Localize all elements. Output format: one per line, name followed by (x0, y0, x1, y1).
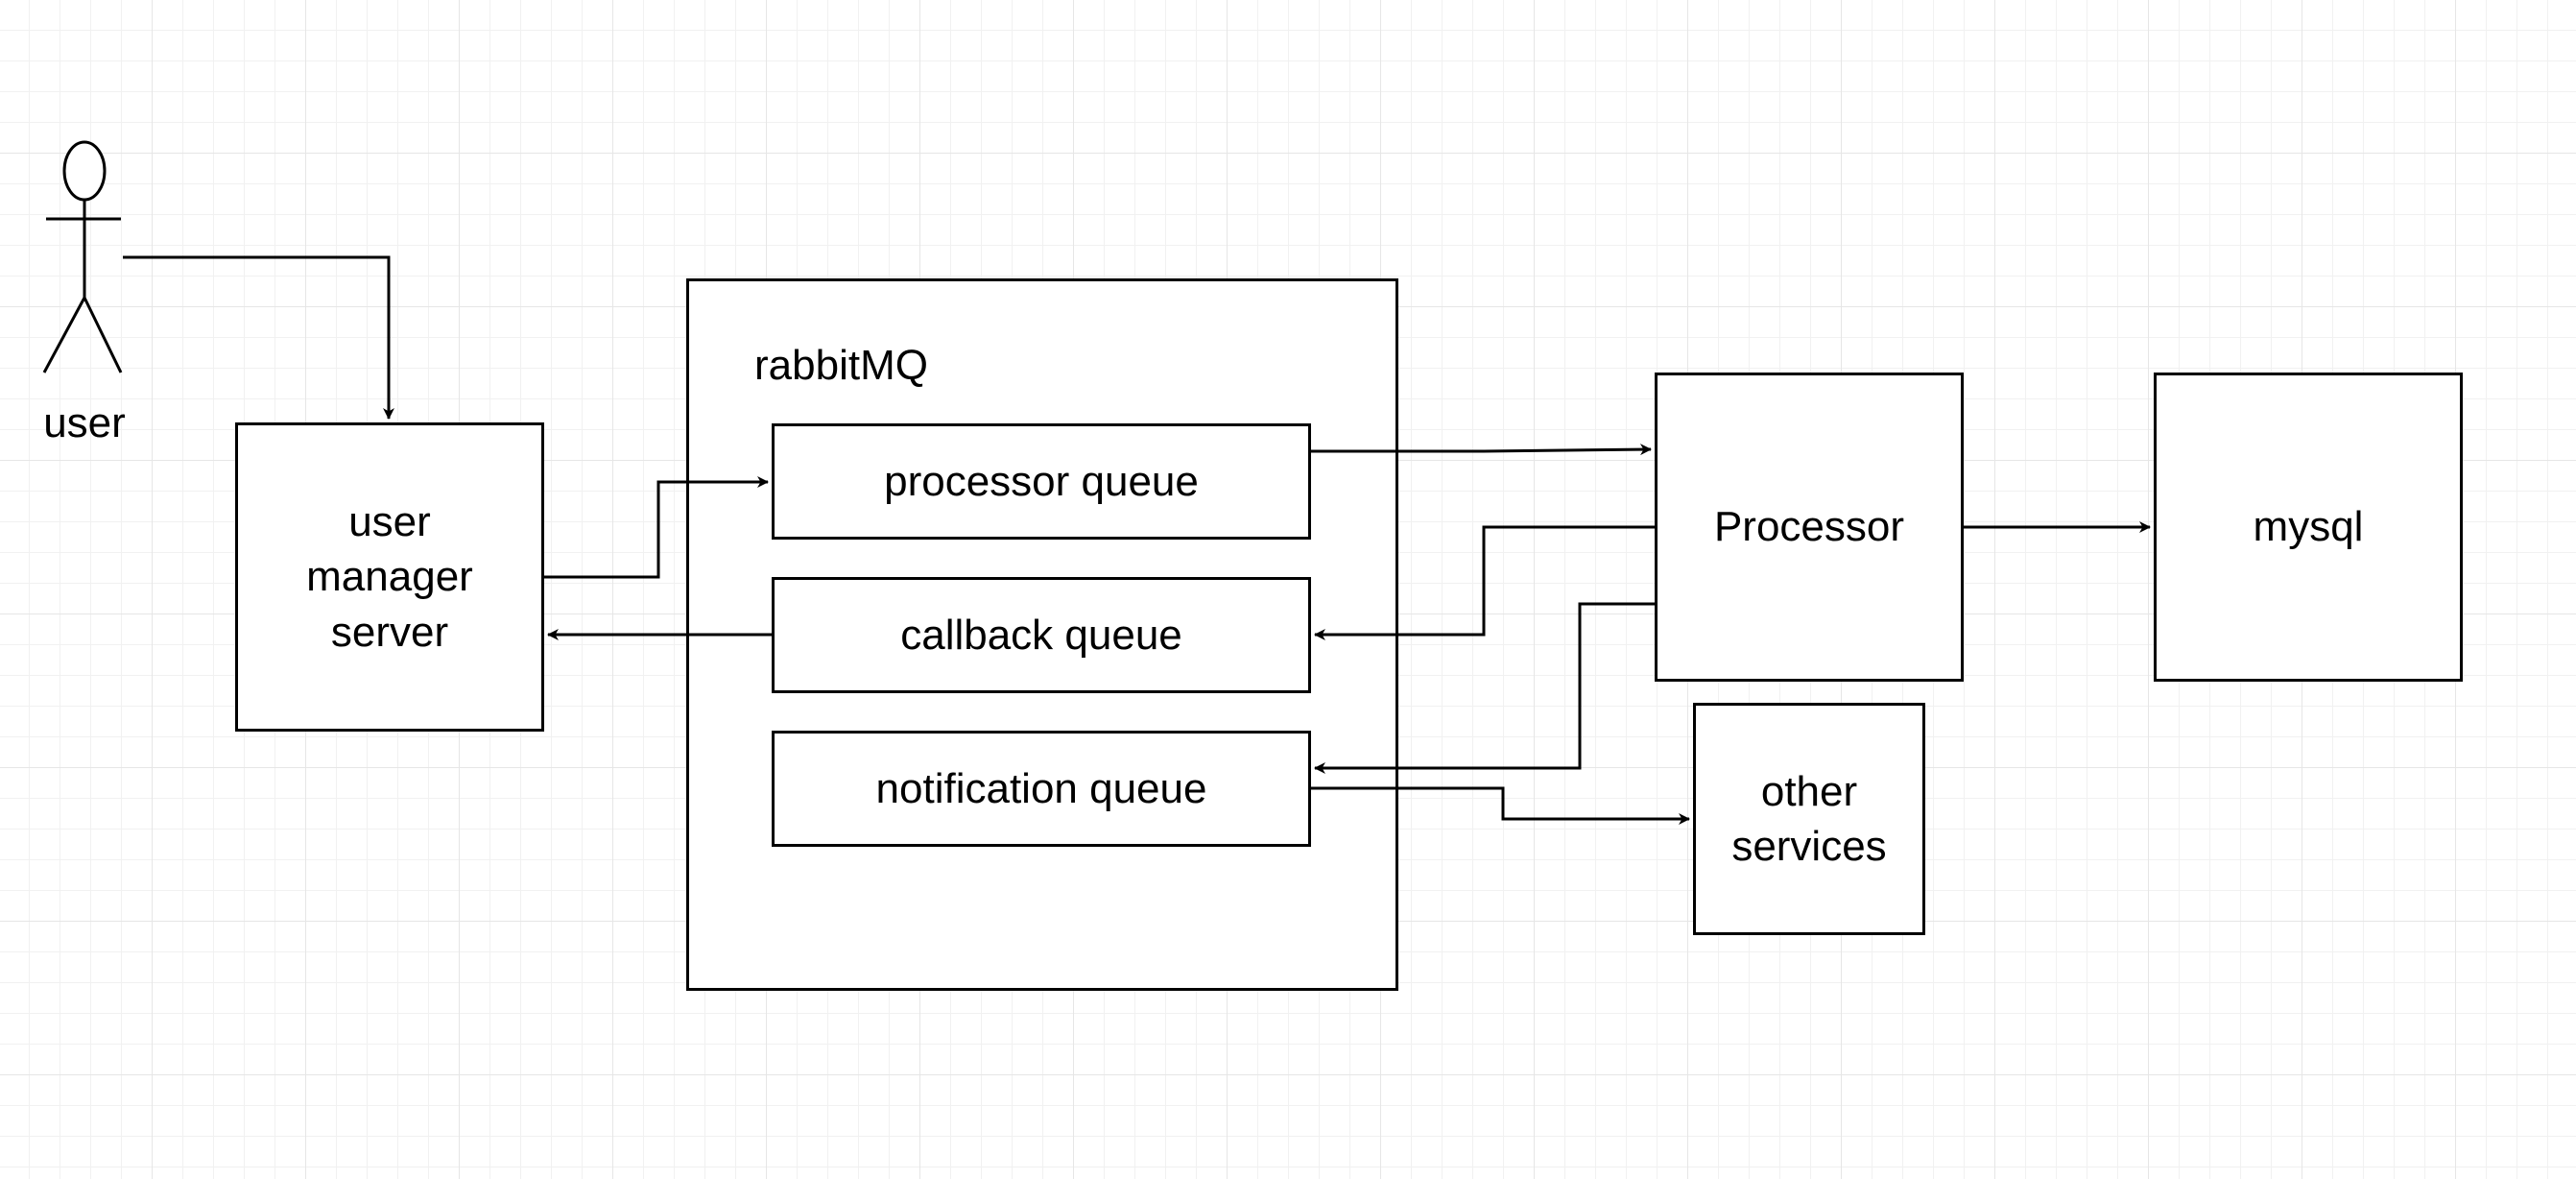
mysql-label: mysql (2253, 503, 2364, 551)
processor-label: Processor (1713, 503, 1905, 551)
user-actor-icon[interactable] (38, 140, 131, 378)
edge-user-to-user-manager-server (123, 255, 394, 420)
user-manager-server-label-line-3: server (330, 608, 449, 656)
actor-head (62, 140, 107, 202)
user-manager-server-label-line-1: user (348, 498, 431, 546)
user-label: user (43, 399, 126, 446)
callback-queue-label: callback queue (900, 611, 1182, 659)
rabbitmq-label: rabbitMQ (754, 342, 928, 389)
processor-queue-node[interactable]: processor queue (772, 423, 1311, 540)
callback-queue-node[interactable]: callback queue (772, 577, 1311, 693)
notification-queue-label: notification queue (875, 764, 1207, 812)
user-manager-server-label-line-2: manager (306, 553, 473, 601)
processor-node[interactable]: Processor (1655, 373, 1964, 682)
other-services-label-line-2: services (1731, 823, 1887, 870)
actor-leg-right (83, 297, 123, 373)
notification-queue-node[interactable]: notification queue (772, 731, 1311, 847)
other-services-label-line-1: other (1760, 767, 1858, 815)
processor-queue-label: processor queue (884, 457, 1199, 505)
other-services-node[interactable]: other services (1693, 703, 1925, 935)
user-manager-server-node[interactable]: user manager server (235, 422, 544, 732)
actor-leg-left (42, 297, 86, 373)
mysql-node[interactable]: mysql (2154, 373, 2463, 682)
